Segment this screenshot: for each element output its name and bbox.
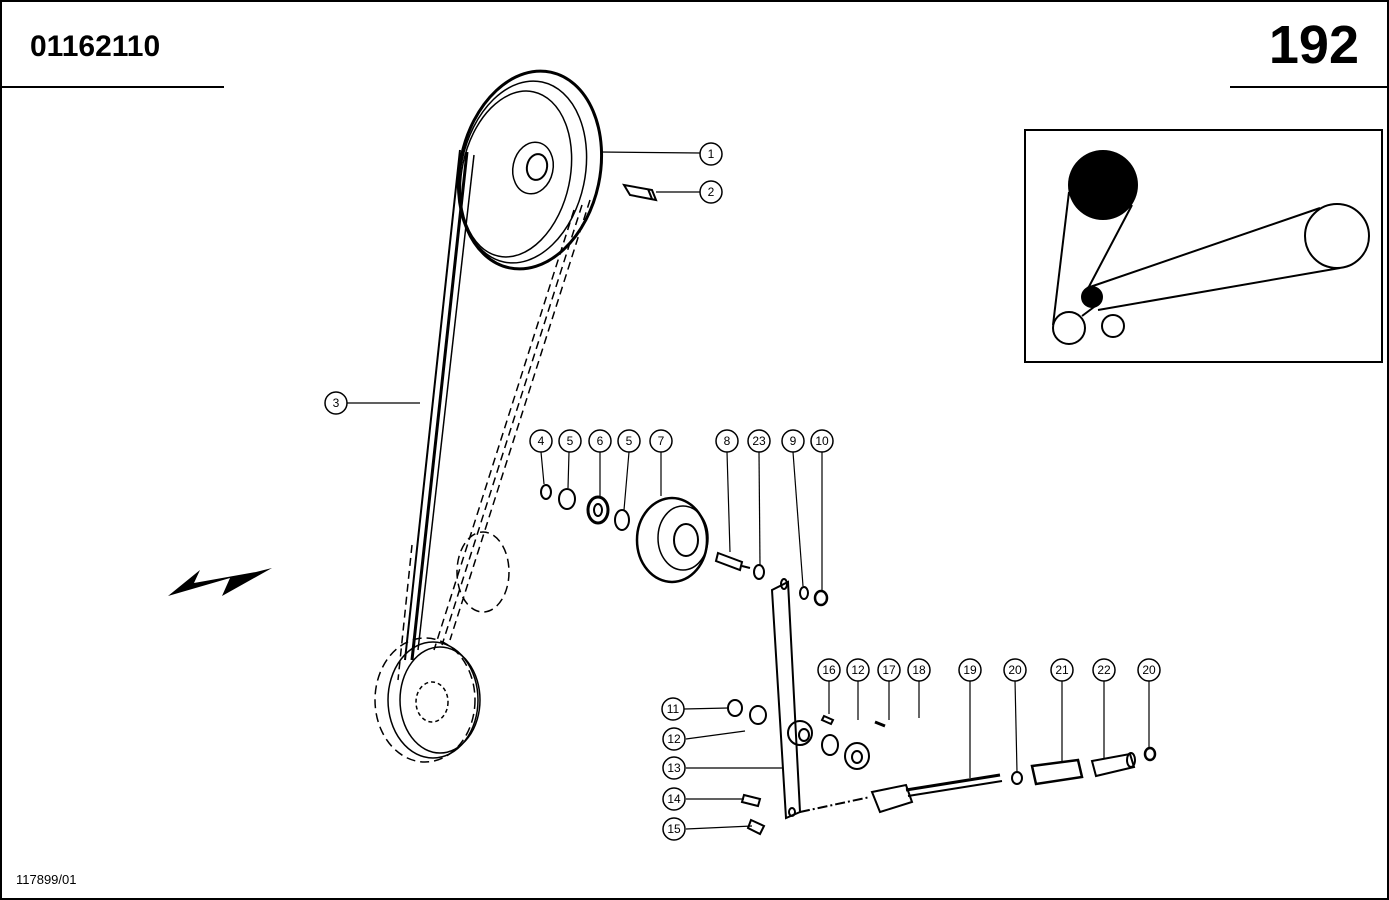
callout-c1: 1 <box>699 142 723 166</box>
callout-label: 21 <box>1055 663 1069 677</box>
callout-c15: 15 <box>662 817 686 841</box>
callout-label: 11 <box>667 702 680 716</box>
callout-label: 23 <box>752 434 766 448</box>
part-key <box>622 183 658 202</box>
callout-c12a: 12 <box>662 727 686 751</box>
callout-c11: 11 <box>661 697 685 721</box>
callout-c20b: 20 <box>1137 658 1161 682</box>
callout-c8: 8 <box>715 429 739 453</box>
callout-c21: 21 <box>1050 658 1074 682</box>
callout-c4: 4 <box>529 429 553 453</box>
callout-c5b: 5 <box>617 429 641 453</box>
drawing-reference-code: 117899/01 <box>16 872 77 887</box>
callout-label: 12 <box>667 732 681 746</box>
callout-label: 13 <box>667 761 681 775</box>
inset-belt-layout-schematic <box>1024 129 1383 363</box>
callout-label: 2 <box>708 185 715 199</box>
idler-ghost-outline <box>456 531 510 613</box>
lower-pulley <box>374 637 481 763</box>
callout-label: 5 <box>567 434 574 448</box>
callout-label: 12 <box>851 663 865 677</box>
callout-c3: 3 <box>324 391 348 415</box>
idler-parts-row <box>540 484 829 607</box>
callout-label: 22 <box>1097 663 1111 677</box>
leader-lines <box>347 151 1150 830</box>
callout-c19: 19 <box>958 658 982 682</box>
callout-c16: 16 <box>817 658 841 682</box>
callout-c22: 22 <box>1092 658 1116 682</box>
callout-c2: 2 <box>699 180 723 204</box>
callout-c13: 13 <box>662 756 686 780</box>
callout-label: 18 <box>912 663 926 677</box>
callout-label: 20 <box>1142 663 1156 677</box>
callout-label: 17 <box>882 663 896 677</box>
callout-label: 1 <box>708 147 715 161</box>
callout-label: 4 <box>538 434 545 448</box>
callout-label: 16 <box>822 663 836 677</box>
callout-c10: 10 <box>810 429 834 453</box>
callout-label: 6 <box>597 434 604 448</box>
callout-c14: 14 <box>662 787 686 811</box>
callout-c6: 6 <box>588 429 612 453</box>
callout-label: 9 <box>790 434 797 448</box>
callout-c17: 17 <box>877 658 901 682</box>
tension-arm-assembly <box>727 578 886 836</box>
callout-label: 15 <box>667 822 681 836</box>
callout-label: 5 <box>626 434 633 448</box>
callout-label: 8 <box>724 434 731 448</box>
callout-label: 19 <box>963 663 977 677</box>
callout-c23: 23 <box>747 429 771 453</box>
page-number: 192 <box>1268 15 1359 75</box>
callout-label: 10 <box>815 434 829 448</box>
spring-rod-assembly <box>870 746 1157 814</box>
callout-c12b: 12 <box>846 658 870 682</box>
drive-belt <box>397 149 591 681</box>
callout-label: 7 <box>658 434 665 448</box>
callout-c9: 9 <box>781 429 805 453</box>
direction-arrow-icon <box>168 568 272 596</box>
callout-label: 3 <box>333 396 340 410</box>
callout-c5a: 5 <box>558 429 582 453</box>
callout-c20a: 20 <box>1003 658 1027 682</box>
callout-label: 14 <box>667 792 681 806</box>
callout-c18: 18 <box>907 658 931 682</box>
upper-pulley <box>456 69 604 271</box>
callout-label: 20 <box>1008 663 1022 677</box>
document-number: 01162110 <box>30 30 161 63</box>
callout-c7: 7 <box>649 429 673 453</box>
